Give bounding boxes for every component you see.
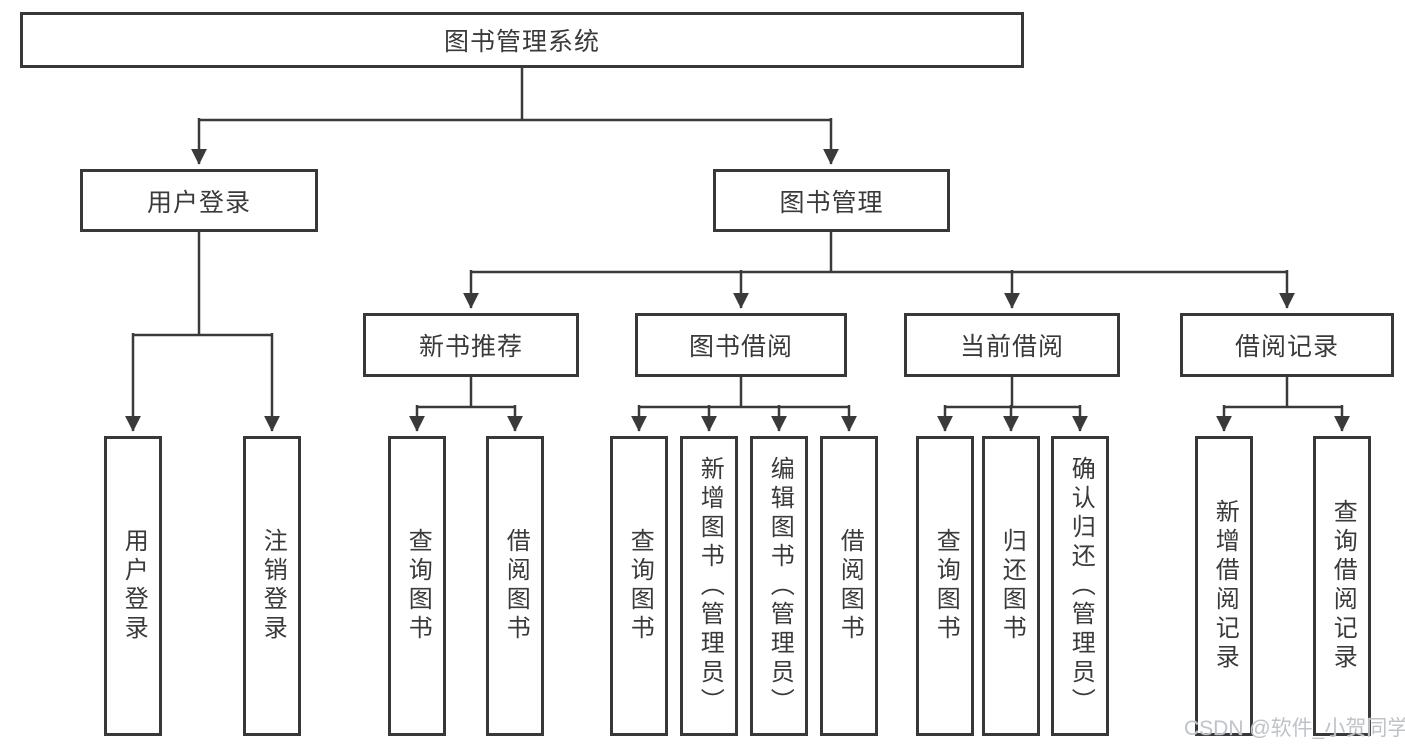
node-label: 确认归还（管理员） (1067, 455, 1095, 717)
node-leaf-rec-query-book: 查询图书 (388, 436, 446, 736)
node-label: 查询图书 (404, 528, 432, 644)
node-label: 查询图书 (626, 528, 654, 644)
node-leaf-cb-return-book: 归还图书 (982, 436, 1040, 736)
node-leaf-bb-add-book-admin: 新增图书（管理员） (680, 436, 738, 736)
node-leaf-cb-confirm-return-admin: 确认归还（管理员） (1051, 436, 1109, 736)
node-label: 编辑图书（管理员） (766, 455, 794, 717)
node-label: 用户登录 (120, 528, 148, 644)
node-label: 查询借阅记录 (1329, 499, 1357, 673)
node-label: 查询图书 (932, 528, 960, 644)
csdn-watermark: CSDN @软件_小贺同学 (1184, 717, 1405, 740)
node-current-borrowing: 当前借阅 (904, 313, 1120, 377)
node-label: 新增借阅记录 (1211, 499, 1239, 673)
node-new-book-recommendation: 新书推荐 (363, 313, 579, 377)
node-leaf-user-login: 用户登录 (104, 436, 162, 736)
node-book-borrowing: 图书借阅 (635, 313, 847, 377)
node-user-login: 用户登录 (80, 169, 318, 232)
node-label: 借阅图书 (502, 528, 530, 644)
node-leaf-br-query-record: 查询借阅记录 (1313, 436, 1371, 736)
node-label: 注销登录 (259, 528, 287, 644)
node-book-management: 图书管理 (713, 169, 950, 232)
node-label: 新增图书（管理员） (696, 455, 724, 717)
node-leaf-br-add-record: 新增借阅记录 (1195, 436, 1253, 736)
node-leaf-logout: 注销登录 (243, 436, 301, 736)
node-label: 归还图书 (998, 528, 1026, 644)
node-label: 借阅图书 (836, 528, 864, 644)
node-root: 图书管理系统 (20, 12, 1024, 68)
node-leaf-bb-borrow-book: 借阅图书 (820, 436, 878, 736)
node-borrowing-records: 借阅记录 (1180, 313, 1394, 377)
node-leaf-rec-borrow-book: 借阅图书 (486, 436, 544, 736)
node-leaf-cb-query-book: 查询图书 (916, 436, 974, 736)
node-leaf-bb-query-book: 查询图书 (610, 436, 668, 736)
node-leaf-bb-edit-book-admin: 编辑图书（管理员） (750, 436, 808, 736)
